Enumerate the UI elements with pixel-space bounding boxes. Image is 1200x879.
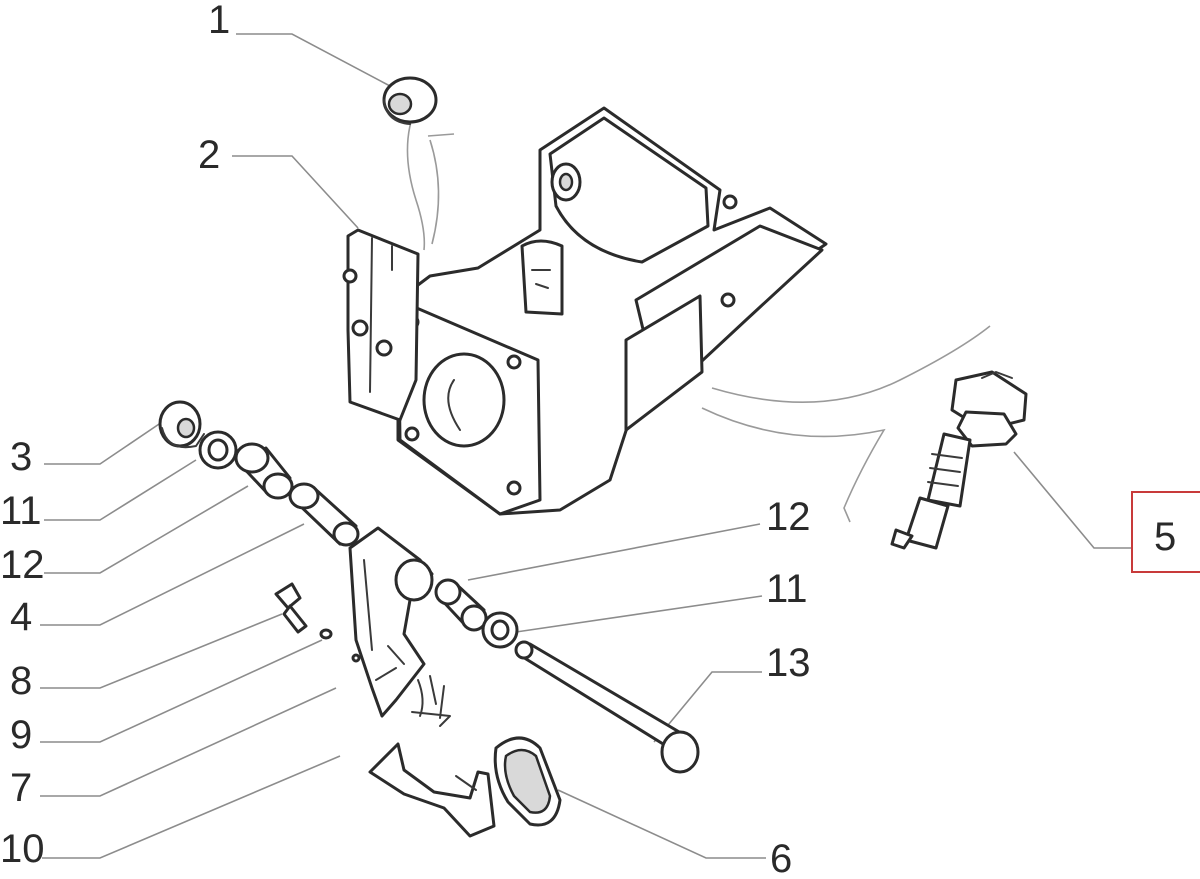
- part-3-nut: [158, 400, 205, 449]
- part-8-bolt: [274, 582, 308, 634]
- leader-12a: [44, 485, 249, 574]
- callout-10: 10: [0, 827, 45, 871]
- wire-upper-left: [406, 111, 426, 251]
- callout-5: 5: [1154, 515, 1176, 559]
- callout-2: 2: [198, 133, 220, 177]
- leader-10: [42, 755, 341, 859]
- callout-11-right: 11: [766, 567, 808, 611]
- callout-4: 4: [10, 595, 32, 639]
- leader-lines: [40, 33, 1132, 859]
- leader-5: [1013, 451, 1132, 549]
- part-1-nut: [382, 76, 438, 125]
- leader-12b: [467, 523, 761, 581]
- callout-5-highlight-box: [1131, 491, 1200, 573]
- callout-12-right: 12: [766, 495, 811, 539]
- part-12-bushing-right: [434, 578, 488, 632]
- part-6-pedal-pad: [493, 736, 562, 827]
- callout-11-left: 11: [0, 489, 42, 533]
- wire-right-1: [711, 325, 991, 403]
- wire-right-2: [701, 407, 886, 523]
- leader-9: [40, 639, 323, 743]
- leader-7: [40, 687, 337, 797]
- part-2-pedal-bracket: [342, 106, 828, 516]
- callout-13: 13: [766, 641, 811, 685]
- wire-upper-left-2: [427, 133, 455, 245]
- part-11-washer-right: [481, 611, 519, 649]
- part-5-switch: [890, 370, 1028, 550]
- leader-2: [232, 155, 359, 229]
- leader-3: [44, 417, 169, 465]
- leader-1: [236, 33, 391, 87]
- part-12-bushing-left: [234, 442, 294, 500]
- callout-7: 7: [10, 766, 32, 810]
- leader-8: [40, 613, 283, 689]
- part-10-pedal-lower: [368, 742, 496, 838]
- leader-6: [557, 789, 766, 859]
- leader-11a: [44, 459, 197, 521]
- callout-6: 6: [770, 837, 792, 879]
- routing-lines: [406, 111, 991, 523]
- callout-9: 9: [10, 713, 32, 757]
- leader-4: [40, 523, 305, 626]
- leader-13: [653, 671, 762, 743]
- part-7-pedal-arm: [348, 526, 451, 727]
- part-9-pin: [319, 628, 333, 640]
- callout-3: 3: [10, 435, 32, 479]
- leader-11b: [515, 595, 763, 633]
- callout-8: 8: [10, 659, 32, 703]
- part-4-sleeve: [288, 482, 360, 547]
- part-11-washer-left: [198, 430, 238, 470]
- callout-12-left: 12: [0, 543, 45, 587]
- callout-1: 1: [208, 0, 230, 42]
- part-13-pivot-pin: [514, 640, 700, 774]
